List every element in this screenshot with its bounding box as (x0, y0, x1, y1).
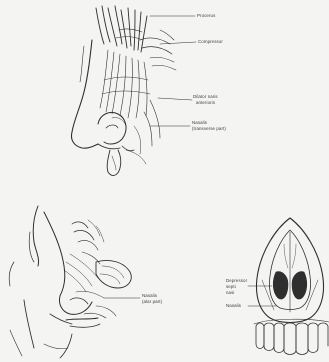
oblique-face-drawing (9, 206, 140, 358)
label-procerus: Procerus (197, 13, 215, 18)
label-dilator-upper: Dilator naris (193, 94, 218, 99)
label-nasalis-front: Nasalis (226, 303, 241, 308)
label-alar-upper: Nasalis (142, 293, 157, 298)
label-dilator-lower: anterioris (196, 100, 215, 105)
label-depressor-3: nasi (226, 290, 234, 295)
label-nasalis-upper: Nasalis (192, 120, 207, 125)
frontal-nose-drawing (248, 218, 329, 355)
label-depressor-1: Depressor (226, 278, 247, 283)
label-depressor-2: septi (226, 284, 236, 289)
label-alar-lower: (alar part) (142, 299, 162, 304)
lateral-nose-drawing (71, 6, 196, 175)
label-nasalis-lower: (transverse part) (192, 126, 226, 131)
label-compressor: Compressor (198, 39, 223, 44)
